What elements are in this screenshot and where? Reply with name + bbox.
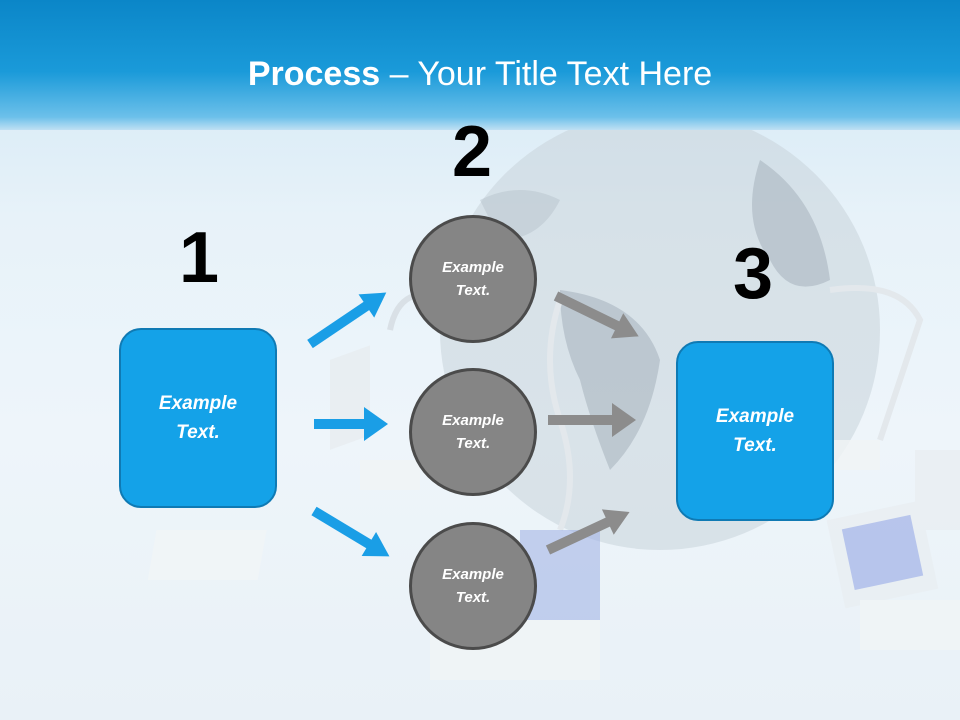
step-number-3: 3 [732,234,774,314]
title-rest: – Your Title Text Here [380,55,713,93]
gray-arrows [545,291,639,555]
circle-1-line1: Example [442,259,504,276]
header-bar [0,0,960,130]
slide-title: Process – Your Title Text Here [0,52,960,96]
left-box-line2: Text. [176,422,220,443]
step-number-1: 1 [178,218,220,298]
circle-2-line2: Text. [455,435,491,452]
right-box-line1: Example [715,406,795,427]
circle-3-line1: Example [442,566,504,583]
left-box-line1: Example [158,393,238,414]
blue-arrows [307,292,390,557]
circle-3-line2: Text. [455,589,491,606]
circle-2-line1: Example [442,412,504,429]
right-box-line2: Text. [733,435,777,456]
step-number-2: 2 [451,112,493,192]
circle-1-line2: Text. [455,282,491,299]
title-bold: Process [247,55,381,93]
